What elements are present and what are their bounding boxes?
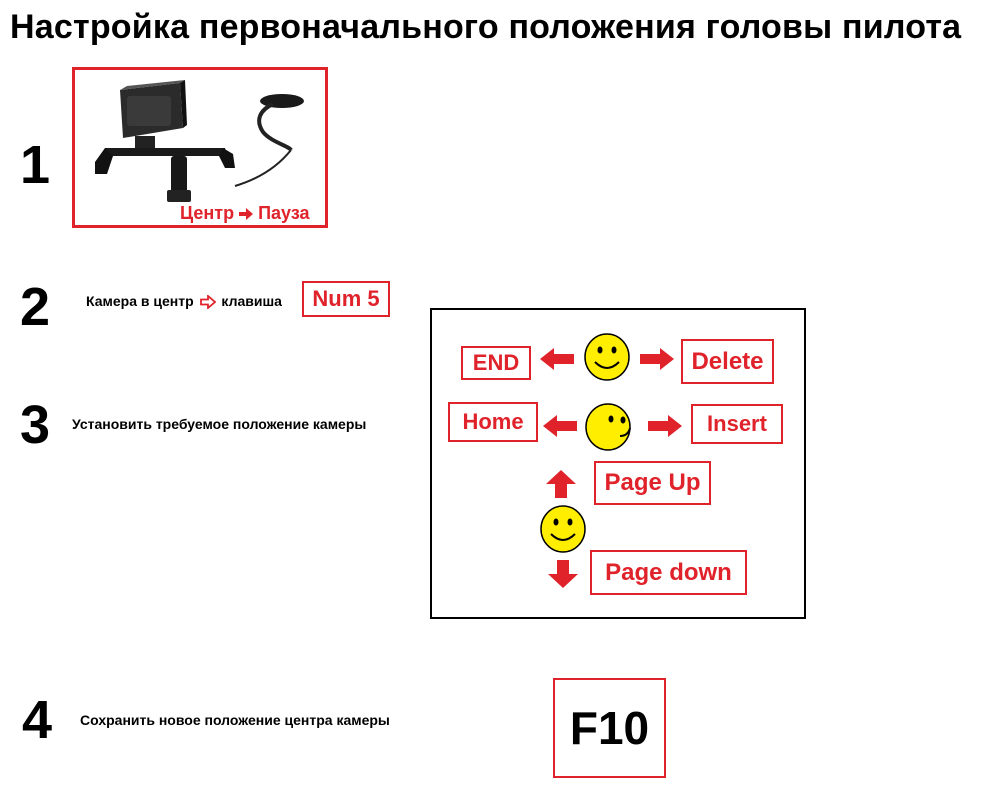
page-up-key: Page Up xyxy=(594,461,711,505)
f10-key: F10 xyxy=(553,678,666,778)
step-4-number: 4 xyxy=(22,690,53,750)
caption-pause: Пауза xyxy=(258,203,310,223)
step-2-text-b: клавиша xyxy=(221,293,282,309)
step-1-number: 1 xyxy=(20,135,51,195)
arrow-right-outline-icon xyxy=(199,294,216,311)
caption-center: Центр xyxy=(180,203,235,223)
arrow-right-icon xyxy=(640,348,674,370)
step-2-text-a: Камера в центр xyxy=(86,293,194,309)
arrow-right-icon xyxy=(239,208,254,221)
delete-key: Delete xyxy=(681,339,774,384)
step-2-text: Камера в центр клавиша xyxy=(86,293,282,311)
smiley-face-right-icon xyxy=(585,403,631,451)
arrow-up-icon xyxy=(546,470,576,498)
step-3-number: 3 xyxy=(20,395,51,455)
end-key: END xyxy=(461,346,531,380)
step-2-number: 2 xyxy=(20,277,51,337)
insert-key: Insert xyxy=(691,404,783,444)
page-down-key: Page down xyxy=(590,550,747,595)
arrow-down-icon xyxy=(548,560,578,588)
num5-key: Num 5 xyxy=(302,281,390,317)
arrow-left-icon xyxy=(543,415,577,437)
step-1-caption: Центр Пауза xyxy=(180,203,310,224)
tracking-camera-device-icon xyxy=(95,80,304,202)
arrow-left-icon xyxy=(540,348,574,370)
smiley-face-icon xyxy=(584,333,630,381)
home-key: Home xyxy=(448,402,538,442)
step-3-text: Установить требуемое положение камеры xyxy=(72,416,367,432)
smiley-face-icon xyxy=(540,505,586,553)
step-4-text: Сохранить новое положение центра камеры xyxy=(80,712,390,728)
tracking-device-photo-frame xyxy=(72,67,328,228)
arrow-right-icon xyxy=(648,415,682,437)
page-title: Настройка первоначального положения голо… xyxy=(10,8,962,46)
